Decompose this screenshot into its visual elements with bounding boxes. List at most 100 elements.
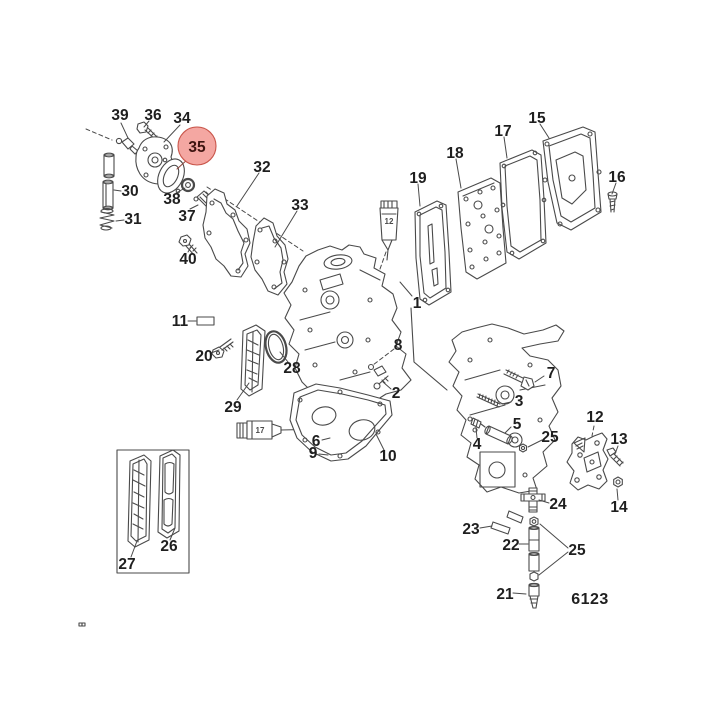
- svg-text:38: 38: [163, 191, 181, 208]
- highlight-circle: [177, 126, 217, 166]
- callout-39: 39: [111, 107, 129, 139]
- callout-22: 22: [502, 537, 529, 554]
- callout-4: 4: [473, 427, 482, 453]
- callout-21: 21: [496, 586, 527, 603]
- part-27-reed-plate: [127, 454, 152, 548]
- part-28-o-ring: [264, 330, 288, 364]
- part-10-base-gasket: [289, 383, 393, 462]
- part-2-screw: [373, 375, 389, 390]
- svg-text:14: 14: [610, 499, 628, 516]
- svg-text:25: 25: [541, 429, 559, 446]
- svg-text:3: 3: [515, 393, 524, 410]
- part-22-hose-assembly: [528, 516, 540, 582]
- callout-9: 9: [309, 445, 329, 462]
- svg-text:15: 15: [528, 110, 546, 127]
- svg-text:16: 16: [608, 169, 626, 186]
- callout-2: 2: [382, 381, 401, 402]
- callout-8: 8: [372, 337, 403, 366]
- part-26-gasket: [157, 449, 181, 539]
- part-3-threaded-stud: [476, 393, 501, 408]
- part-40-bolt: [178, 234, 198, 256]
- svg-text:20: 20: [195, 348, 212, 365]
- part-11-seal-strip: [196, 316, 215, 326]
- part-25-nut-upper: [518, 443, 528, 453]
- svg-text:12: 12: [586, 409, 603, 426]
- callout-20: 20: [195, 348, 220, 365]
- svg-text:10: 10: [379, 448, 396, 465]
- callout-29: 29: [224, 382, 250, 416]
- svg-text:23: 23: [462, 521, 480, 538]
- svg-text:8: 8: [394, 337, 403, 354]
- tube-print-17: 17: [256, 426, 265, 435]
- part-1-cylinder-block: [283, 244, 412, 404]
- part-19-plate: [414, 200, 452, 306]
- svg-text:18: 18: [446, 145, 464, 162]
- callout-15: 15: [528, 110, 550, 139]
- svg-text:7: 7: [547, 365, 556, 382]
- inset-box: [116, 449, 190, 574]
- diagram-number: 6123: [571, 591, 609, 608]
- part-29-plate: [240, 324, 266, 397]
- part-14-nut: [613, 476, 623, 488]
- tube-print-12: 12: [385, 217, 394, 226]
- part-20-bolt: [211, 338, 234, 359]
- callout-31: 31: [115, 211, 142, 228]
- part-15-cover-plate: [542, 126, 602, 231]
- svg-text:19: 19: [409, 170, 427, 187]
- callout-28: 28: [279, 351, 301, 377]
- svg-text:30: 30: [121, 183, 138, 200]
- svg-text:34: 34: [173, 110, 191, 127]
- part-12-sealant-tube: 12: [379, 200, 399, 261]
- callout-6: 6: [312, 433, 331, 450]
- callout-16: 16: [608, 169, 626, 195]
- callout-1: 1: [399, 281, 422, 312]
- svg-text:9: 9: [309, 445, 318, 462]
- part-crankcase-cover-assembly: [448, 323, 565, 494]
- scan-artifact: [78, 622, 86, 627]
- part-18-baffle-plate: [457, 177, 507, 280]
- callout-19: 19: [409, 170, 427, 207]
- svg-text:40: 40: [179, 251, 196, 268]
- svg-text:13: 13: [610, 431, 628, 448]
- svg-text:11: 11: [172, 313, 189, 330]
- callout-25-upper: 25: [527, 429, 559, 448]
- callout-34: 34: [163, 110, 191, 143]
- callout-18: 18: [446, 145, 464, 189]
- callout-17-plate: 17: [494, 123, 512, 159]
- callout-32: 32: [236, 159, 271, 207]
- part-12-bracket: [566, 432, 609, 491]
- part-31-spring: [99, 208, 115, 231]
- callout-13: 13: [610, 431, 628, 455]
- part-8-check-valve: [367, 363, 387, 377]
- svg-text:27: 27: [118, 556, 135, 573]
- part-33-exhaust-gasket: [250, 217, 289, 296]
- svg-text:5: 5: [513, 416, 522, 433]
- svg-text:39: 39: [111, 107, 129, 124]
- part-30-dowel-pins: [102, 152, 115, 211]
- svg-text:28: 28: [283, 360, 301, 377]
- callout-27: 27: [118, 540, 138, 573]
- part-24-tee-fitting: [520, 487, 546, 513]
- callout-35-highlighted: 35: [176, 126, 217, 170]
- svg-text:26: 26: [160, 538, 178, 555]
- svg-text:29: 29: [224, 399, 242, 416]
- callout-10: 10: [375, 433, 397, 465]
- part-13-bolt: [606, 447, 624, 467]
- svg-text:36: 36: [144, 107, 162, 124]
- callout-7: 7: [534, 365, 556, 383]
- svg-text:2: 2: [392, 385, 401, 402]
- part-21-fitting: [528, 582, 540, 609]
- part-39-fitting: [115, 137, 139, 155]
- callout-37: 37: [178, 204, 199, 225]
- callout-38: 38: [163, 187, 186, 208]
- part-4-fitting: [467, 416, 486, 429]
- svg-text:31: 31: [124, 211, 142, 228]
- svg-text:25: 25: [568, 542, 586, 559]
- part-32-exhaust-cover: [202, 188, 251, 278]
- callout-26: 26: [160, 527, 178, 555]
- callout-11: 11: [172, 313, 197, 330]
- svg-text:33: 33: [291, 197, 309, 214]
- part-7-bolt: [503, 369, 535, 391]
- svg-text:22: 22: [502, 537, 519, 554]
